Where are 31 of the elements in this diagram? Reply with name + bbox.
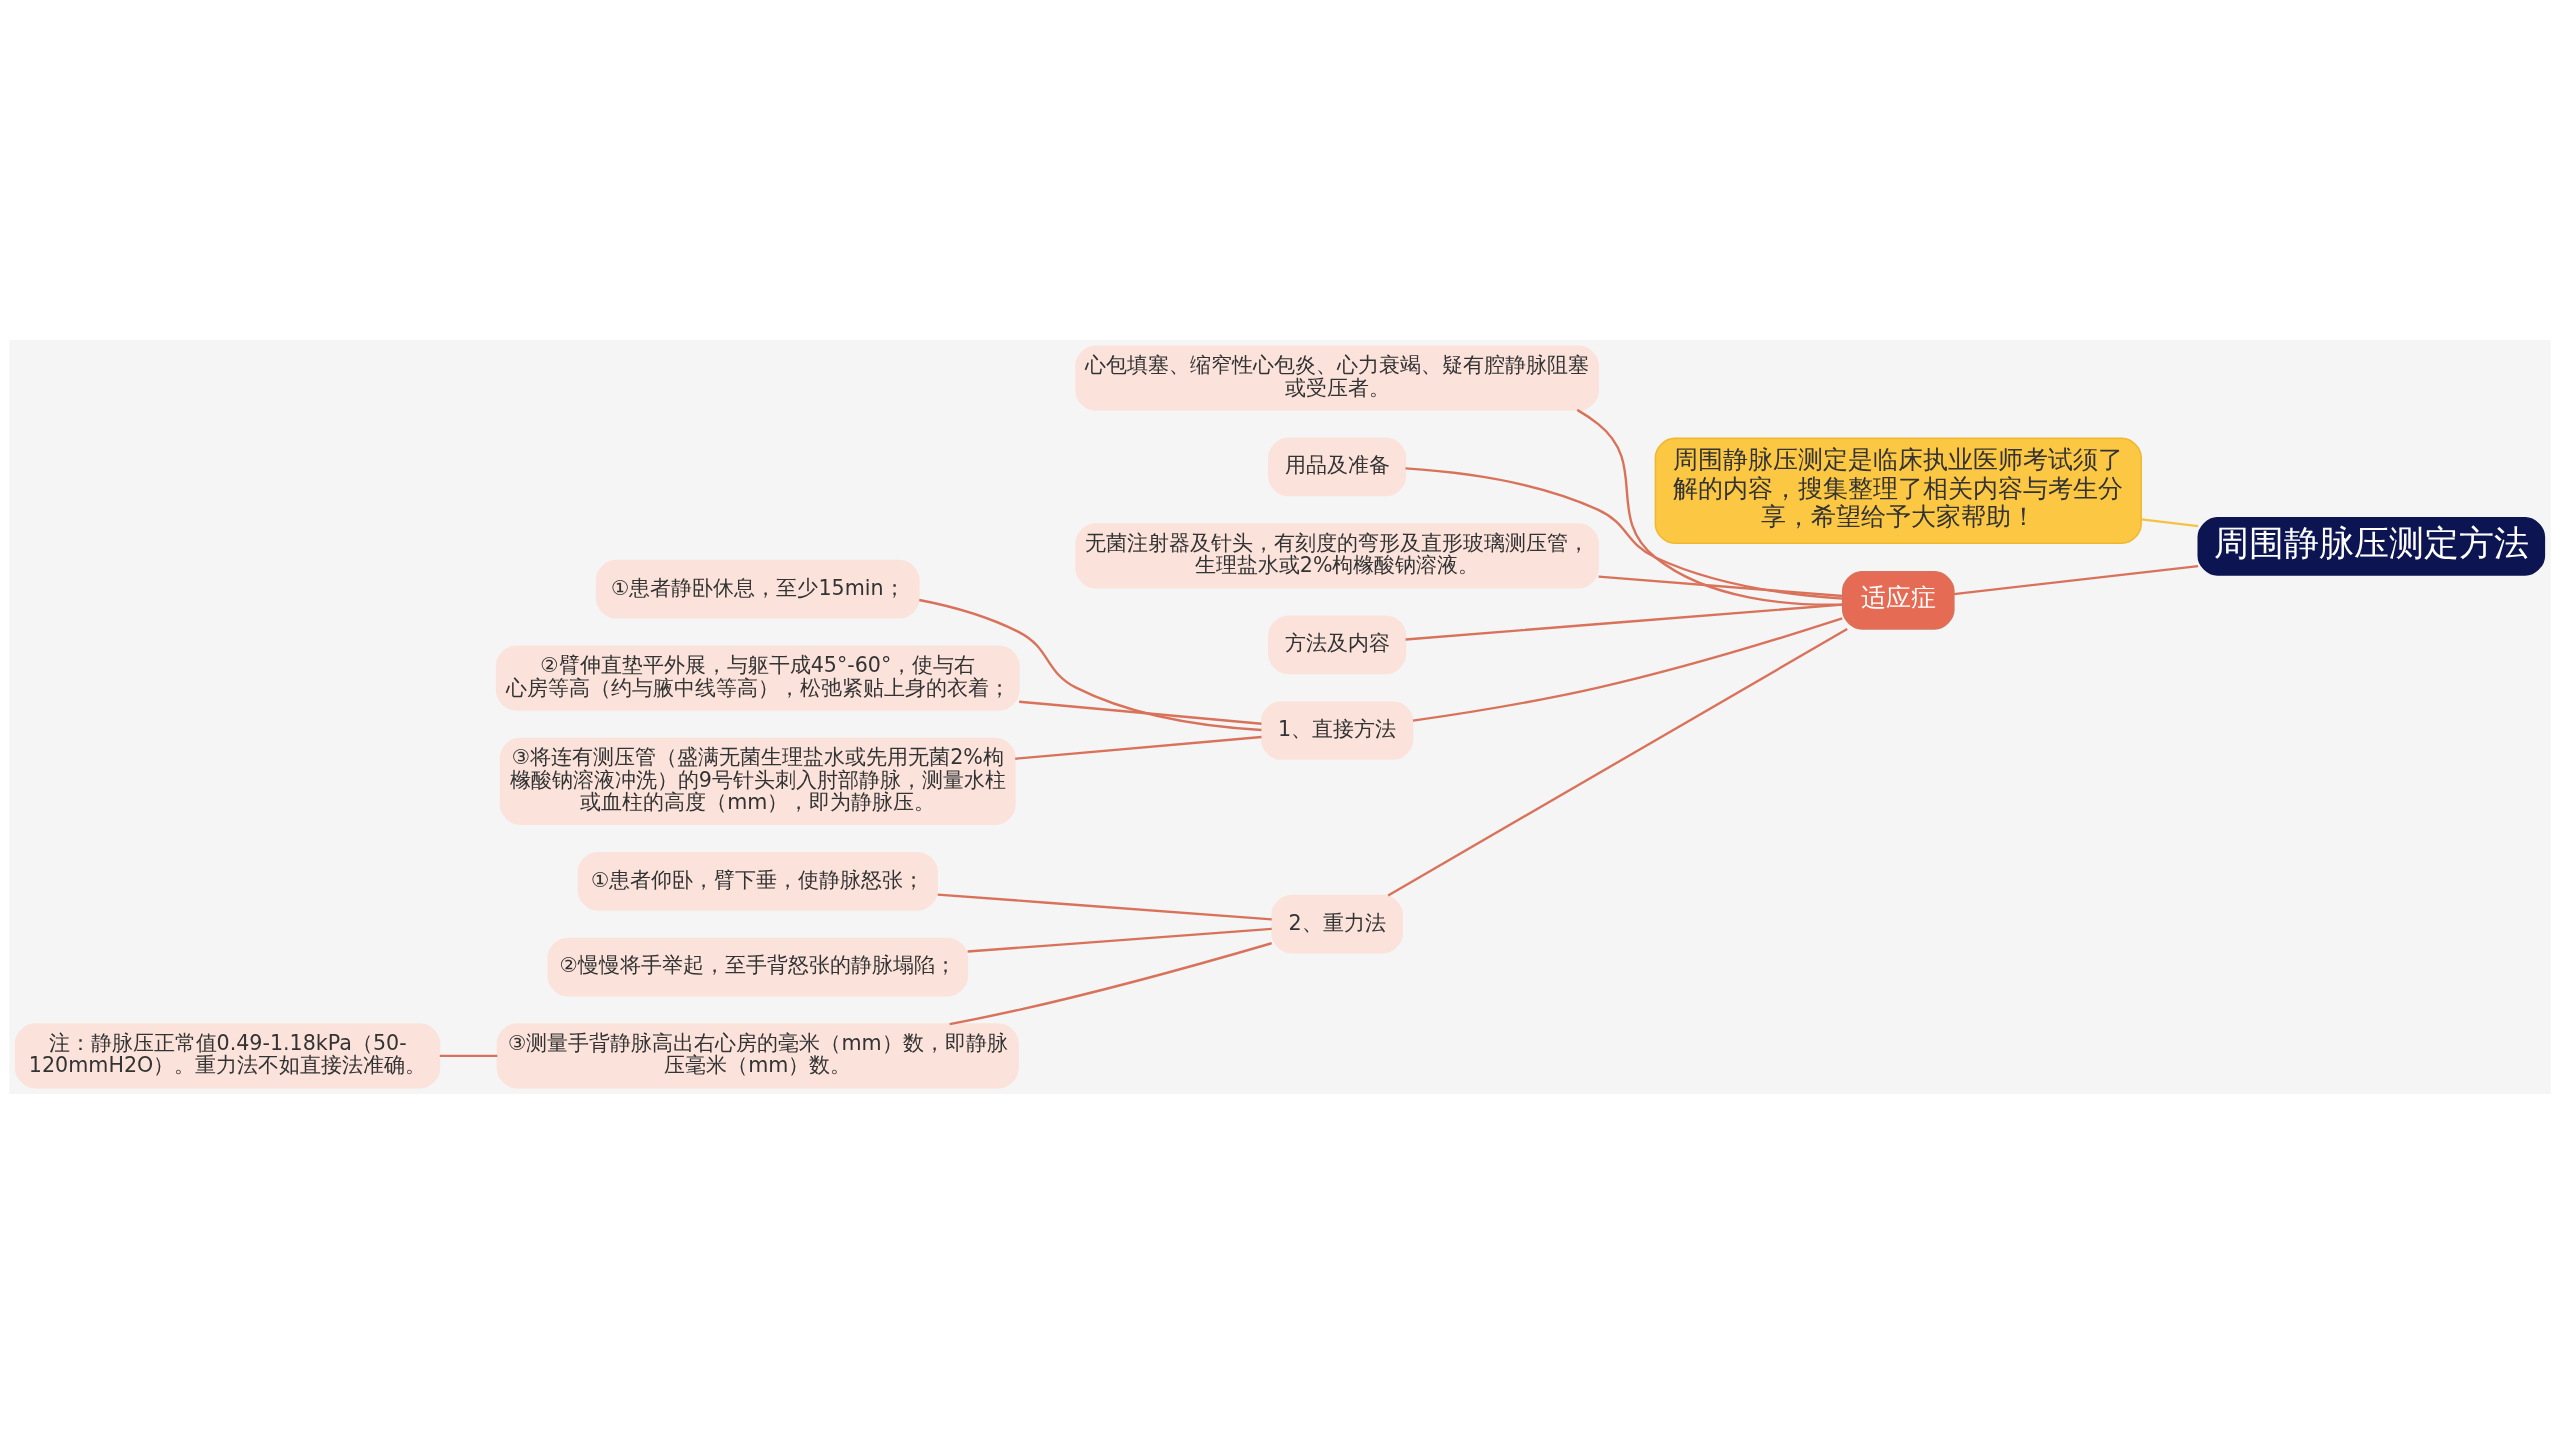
node-box: 方法及内容 bbox=[1268, 614, 1407, 674]
connector bbox=[2141, 517, 2199, 527]
connector bbox=[919, 598, 1262, 731]
node-box: ②臂伸直垫平外展，与躯干成45°-60°，使与右心房等高（约与腋中线等高），松弛紧贴上身的衣着； bbox=[495, 645, 1020, 711]
node-box: 用品及准备 bbox=[1268, 437, 1407, 496]
node-box: ③将连有测压管（盛满无菌生理盐水或先用无菌2%枸橼酸钠溶液冲洗）的9号针头刺入肘部静脉，测量水柱或血柱的高度（mm），即为静脉压。 bbox=[499, 737, 1016, 825]
connector bbox=[1953, 564, 2199, 595]
connector bbox=[1405, 602, 1843, 641]
node-box: ①患者仰卧，臂下垂，使静脉怒张； bbox=[577, 851, 938, 911]
connector bbox=[967, 927, 1272, 953]
node-box: 心包填塞、缩窄性心包炎、心力衰竭、疑有腔静脉阻塞或受压者。 bbox=[1075, 345, 1600, 411]
connector bbox=[439, 1054, 498, 1057]
node-box: ②慢慢将手举起，至手背怒张的静脉塌陷； bbox=[547, 937, 969, 996]
connector bbox=[1019, 700, 1262, 725]
node-box: 适应症 bbox=[1841, 570, 1955, 630]
node-box: 2、重力法 bbox=[1271, 894, 1404, 953]
node-box: 周围静脉压测定是临床执业医师考试须了解的内容，搜集整理了相关内容与考生分享，希望给予大家帮助！ bbox=[1654, 437, 2142, 544]
node-box: 注：静脉压正常值0.49-1.18kPa（50-120mmH2O）。重力法不如直接法准确。 bbox=[14, 1022, 441, 1088]
connector bbox=[1412, 616, 1843, 722]
node-box: ①患者静卧休息，至少15min； bbox=[595, 559, 920, 619]
connector bbox=[1576, 408, 1843, 606]
connector bbox=[1598, 574, 1843, 597]
connector bbox=[1387, 627, 1848, 896]
connector bbox=[1405, 466, 1843, 600]
node-box: 1、直接方法 bbox=[1260, 700, 1414, 760]
node-box: 无菌注射器及针头，有刻度的弯形及直形玻璃测压管，生理盐水或2%枸橼酸钠溶液。 bbox=[1075, 522, 1600, 588]
connector bbox=[949, 941, 1272, 1025]
connector bbox=[937, 892, 1272, 921]
node-box: ③测量手背静脉高出右心房的毫米（mm）数，即静脉压毫米（mm）数。 bbox=[496, 1022, 1019, 1088]
node-box: 周围静脉压测定方法 bbox=[2197, 516, 2546, 576]
connector bbox=[1015, 735, 1262, 760]
